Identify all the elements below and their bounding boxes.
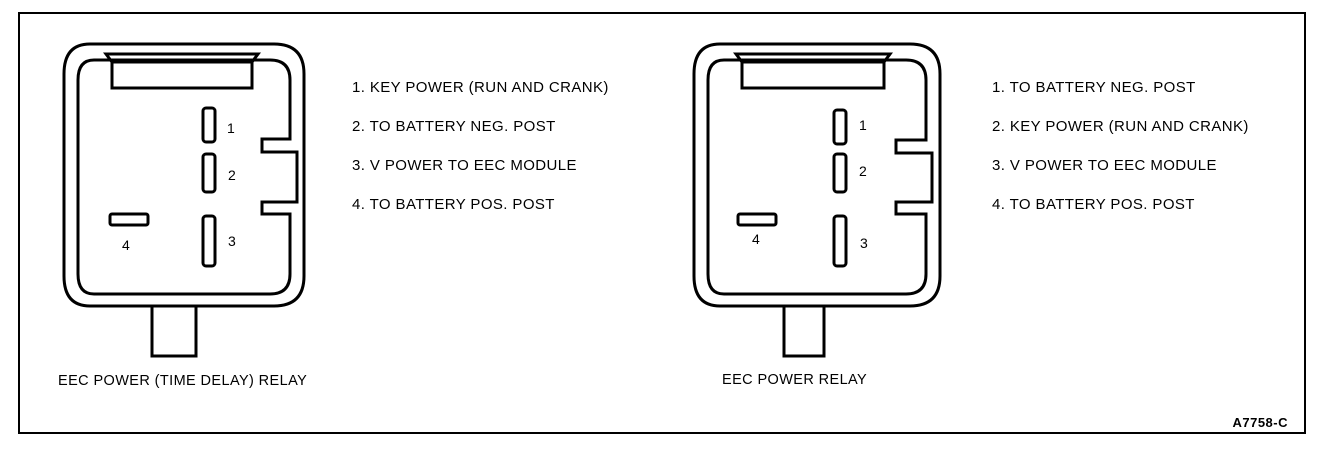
relay-1-pin-legend: 1. KEY POWER (RUN AND CRANK) 2. TO BATTE… [352, 78, 609, 234]
relay-2-latch-tab [733, 52, 893, 63]
relay-2-legend-item-4: 4. TO BATTERY POS. POST [992, 196, 1195, 213]
relay-1-pin-2-label: 2 [228, 167, 236, 183]
relay-1-pin-4-label: 4 [122, 237, 130, 253]
relay-1-pin-1-label: 1 [227, 120, 235, 136]
relay-2-pin-4-terminal [736, 212, 778, 227]
figure-id: A7758-C [1232, 415, 1288, 430]
relay-2-legend-item-3: 3. V POWER TO EEC MODULE [992, 157, 1217, 174]
relay-2-legend-item-1: 1. TO BATTERY NEG. POST [992, 79, 1196, 96]
relay-1-pin-3-label: 3 [228, 233, 236, 249]
relay-2-pin-4-label: 4 [752, 231, 760, 247]
relay-1-pin-3-terminal [201, 214, 217, 268]
diagram-frame [18, 12, 1306, 434]
relay-2-mounting-stem [782, 304, 826, 358]
relay-2-pin-legend: 1. TO BATTERY NEG. POST 2. KEY POWER (RU… [992, 78, 1249, 234]
relay-1-mounting-stem [150, 304, 198, 358]
relay-2-pin-2-label: 2 [859, 163, 867, 179]
relay-2-pin-1-label: 1 [859, 117, 867, 133]
relay-1-pin-2-terminal [201, 152, 217, 194]
relay-1-pin-4-terminal [108, 212, 150, 227]
relay-1-legend-item-4: 4. TO BATTERY POS. POST [352, 196, 555, 213]
relay-2-pin-1-terminal [832, 108, 848, 146]
relay-2-connector-diagram: 1 2 3 4 [692, 42, 942, 358]
relay-2-top-latch [740, 60, 886, 90]
relay-1-latch-tab [103, 52, 261, 63]
relay-2-legend-item-2: 2. KEY POWER (RUN AND CRANK) [992, 118, 1249, 135]
relay-1-legend-item-3: 3. V POWER TO EEC MODULE [352, 157, 577, 174]
relay-2-pin-3-terminal [832, 214, 848, 268]
relay-2-pin-2-terminal [832, 152, 848, 194]
relay-1-legend-item-1: 1. KEY POWER (RUN AND CRANK) [352, 79, 609, 96]
relay-1-top-latch [110, 60, 254, 90]
relay-1-inner-housing [76, 58, 299, 296]
relay-2-inner-housing [706, 58, 934, 296]
relay-1-legend-item-2: 2. TO BATTERY NEG. POST [352, 118, 556, 135]
relay-1-pin-1-terminal [201, 106, 217, 144]
relay-2-caption: EEC POWER RELAY [722, 372, 868, 388]
relay-1-caption: EEC POWER (TIME DELAY) RELAY [58, 373, 308, 389]
relay-1-outer-housing [62, 42, 306, 308]
relay-2-outer-housing [692, 42, 942, 308]
relay-2-pin-3-label: 3 [860, 235, 868, 251]
relay-1-connector-diagram: 1 2 3 4 [62, 42, 306, 358]
